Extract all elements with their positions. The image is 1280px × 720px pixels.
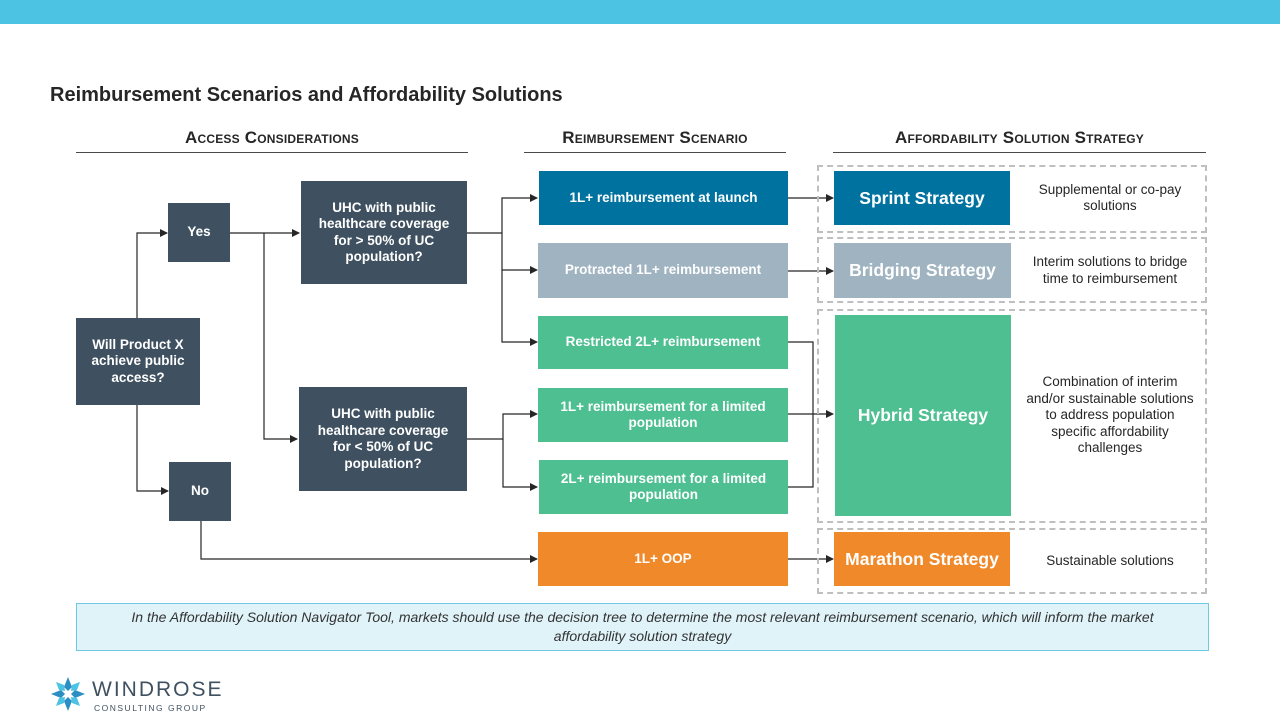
scenario-1l-limited: 1L+ reimbursement for a limited populati… [538, 388, 788, 442]
line-yes-to-uhc-low [263, 233, 298, 443]
desc-hybrid: Combination of interim and/or sustainabl… [1026, 374, 1194, 456]
uhc-high-box: UHC with public healthcare coverage for … [301, 181, 467, 284]
compass-rose-icon [51, 677, 85, 711]
line-question-to-no [136, 405, 169, 495]
strategy-bridging: Bridging Strategy [834, 243, 1011, 298]
column-header-reimbursement: Reimbursement Scenario [524, 128, 786, 153]
line-uhc-low-to-s5 [502, 439, 538, 491]
line-uhc-high-to-s3 [501, 270, 538, 346]
line-uhc-high-to-s1 [467, 194, 538, 234]
line-s5-to-hybrid [788, 414, 814, 488]
line-s3-to-hybrid [788, 341, 814, 414]
line-uhc-high-to-s2 [501, 233, 538, 274]
no-box: No [169, 462, 231, 521]
question-box: Will Product X achieve public access? [76, 318, 200, 405]
frame-sprint [817, 165, 1207, 233]
footnote-box: In the Affordability Solution Navigator … [76, 603, 1209, 651]
scenario-restricted-2l: Restricted 2L+ reimbursement [538, 316, 788, 369]
top-accent-bar [0, 0, 1280, 24]
line-no-to-oop [200, 521, 538, 563]
yes-box: Yes [168, 203, 230, 262]
page-title: Reimbursement Scenarios and Affordabilit… [50, 84, 563, 106]
uhc-low-box: UHC with public healthcare coverage for … [299, 387, 467, 491]
desc-sprint: Supplemental or co-pay solutions [1038, 181, 1182, 214]
scenario-protracted-1l: Protracted 1L+ reimbursement [538, 243, 788, 298]
logo-name: WINDROSE [92, 678, 224, 701]
desc-marathon: Sustainable solutions [1046, 552, 1174, 568]
frame-marathon [817, 528, 1207, 594]
strategy-hybrid: Hybrid Strategy [835, 315, 1011, 516]
strategy-sprint: Sprint Strategy [834, 171, 1010, 225]
windrose-logo: WINDROSE CONSULTING GROUP [50, 676, 230, 716]
column-header-access: Access Considerations [76, 128, 468, 153]
strategy-marathon: Marathon Strategy [834, 532, 1010, 586]
scenario-2l-limited: 2L+ reimbursement for a limited populati… [539, 460, 788, 514]
logo-subtitle: CONSULTING GROUP [94, 703, 207, 713]
line-uhc-low-to-s4 [467, 410, 538, 440]
scenario-1l-oop: 1L+ OOP [538, 532, 788, 586]
frame-bridging [817, 237, 1207, 303]
scenario-1l-launch: 1L+ reimbursement at launch [539, 171, 788, 225]
line-question-to-yes [136, 229, 168, 318]
frame-hybrid [817, 309, 1207, 523]
column-header-affordability: Affordability Solution Strategy [833, 128, 1206, 153]
desc-bridging: Interim solutions to bridge time to reim… [1032, 254, 1188, 286]
